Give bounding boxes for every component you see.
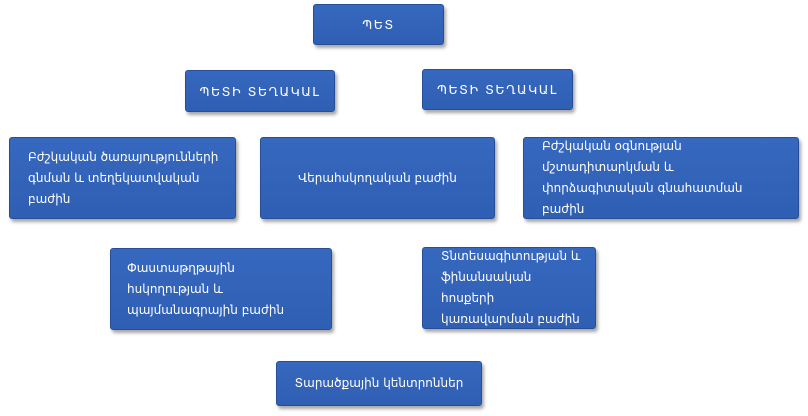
department-box-procurement: Բժշկական ծառայությունների գնման և տեղեկա… (9, 137, 236, 219)
department-label-regional: Տարածքային կենտրոններ (294, 376, 464, 390)
deputy-box-2: ՊԵՏԻ ՏԵՂԱԿԱԼ (422, 69, 573, 110)
department-box-economics: Տնտեսագիտության և ֆինանսական հոսքերի կառ… (422, 247, 596, 329)
department-label-supervision: Վերահսկողական բաժին (298, 170, 457, 185)
department-label-economics: Տնտեսագիտության և ֆինանսական հոսքերի կառ… (441, 249, 581, 326)
deputy-box-1: ՊԵՏԻ ՏԵՂԱԿԱԼ (185, 70, 335, 112)
department-box-regional: Տարածքային կենտրոններ (276, 361, 482, 406)
department-label-documentation: Փաստաթղթային հսկողության և պայմանագրային… (127, 260, 285, 317)
head-label: ՊԵՏ (362, 17, 395, 32)
department-box-monitoring: Բժշկական օգնության մշտադիտարկման և փորձա… (523, 137, 799, 219)
head-box: ՊԵՏ (313, 4, 444, 45)
deputy-label-2: ՊԵՏԻ ՏԵՂԱԿԱԼ (437, 82, 558, 97)
department-label-procurement: Բժշկական ծառայությունների գնման և տեղեկա… (28, 149, 219, 206)
department-box-documentation: Փաստաթղթային հսկողության և պայմանագրային… (110, 248, 332, 330)
deputy-label-1: ՊԵՏԻ ՏԵՂԱԿԱԼ (199, 83, 321, 99)
department-label-monitoring: Բժշկական օգնության մշտադիտարկման և փորձա… (542, 139, 743, 216)
department-box-supervision: Վերահսկողական բաժին (260, 137, 495, 219)
